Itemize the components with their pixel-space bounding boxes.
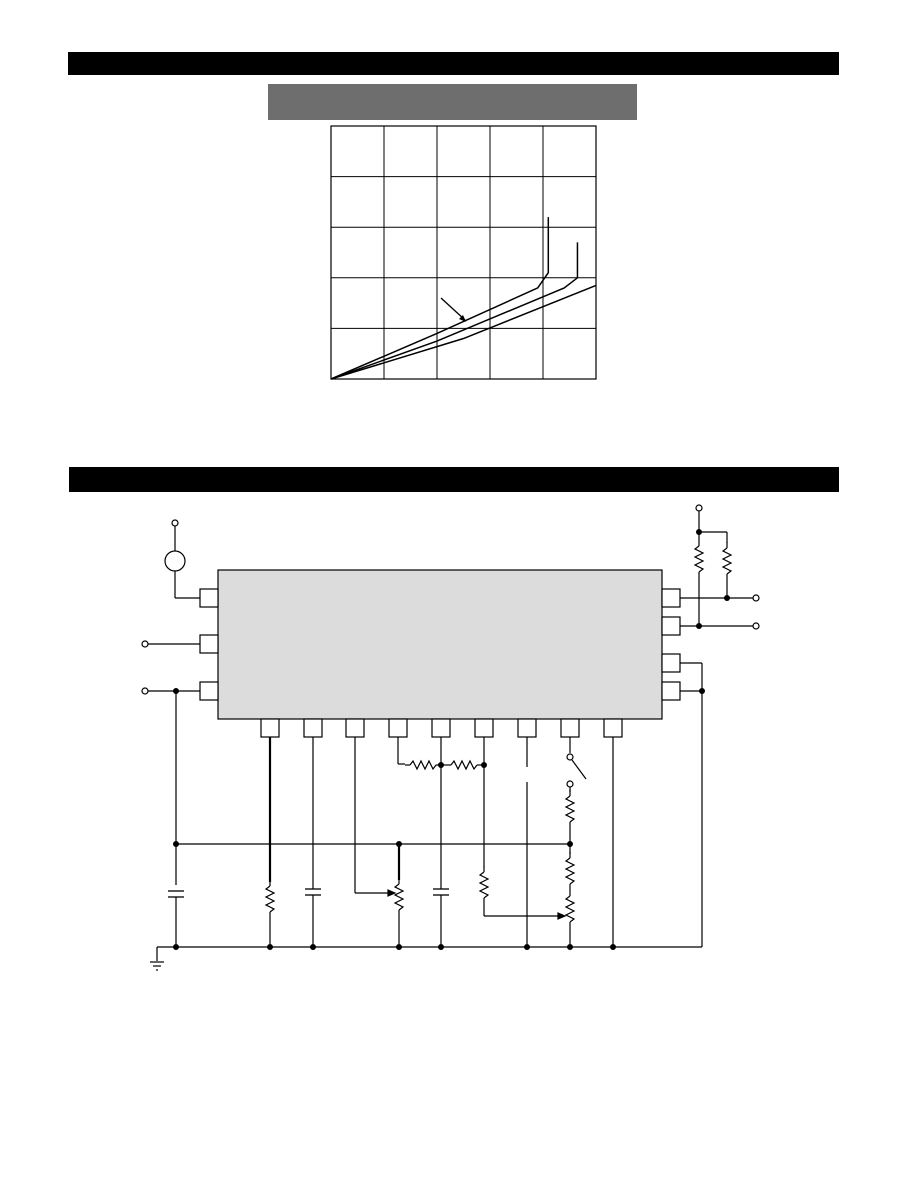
ic-right-pins (661, 588, 681, 701)
ic-bottom-pin-2 (303, 718, 323, 738)
chart-annotation-arrow (440, 297, 466, 322)
ic-bottom-pin-7 (517, 718, 537, 738)
section-header-bar-top (68, 52, 839, 75)
source-icon (164, 550, 186, 572)
terminal-icon (695, 504, 703, 512)
ic-bottom-pin-5 (431, 718, 451, 738)
ic-bottom-pin-8 (560, 718, 580, 738)
ic-bottom-pin-4 (388, 718, 408, 738)
ic-bottom-pin-6 (474, 718, 494, 738)
ground-icon (150, 961, 164, 971)
chart-series-line-1 (330, 217, 550, 380)
terminal-icon (752, 622, 760, 630)
chart-grid (330, 125, 597, 380)
ic-bottom-pin-3 (345, 718, 365, 738)
ic-bottom-pins (260, 718, 623, 738)
ic-left-pins (199, 588, 219, 701)
chart-frame (330, 125, 597, 380)
chart-series-group (330, 217, 597, 380)
ic-bottom-pin-9 (603, 718, 623, 738)
terminal-icon (171, 519, 179, 527)
terminal-icon (141, 640, 149, 648)
section-header-bar-schematic (69, 467, 839, 492)
terminal-icon (752, 594, 760, 602)
chart-series-line-3 (330, 284, 597, 380)
junction-dots (173, 529, 730, 950)
terminal-icon (141, 687, 149, 695)
switch-icon (571, 759, 587, 780)
chart-title-box (268, 84, 637, 120)
ic-body (217, 569, 663, 720)
ic-bottom-pin-1 (260, 718, 280, 738)
chart-series-line-2 (330, 242, 579, 380)
